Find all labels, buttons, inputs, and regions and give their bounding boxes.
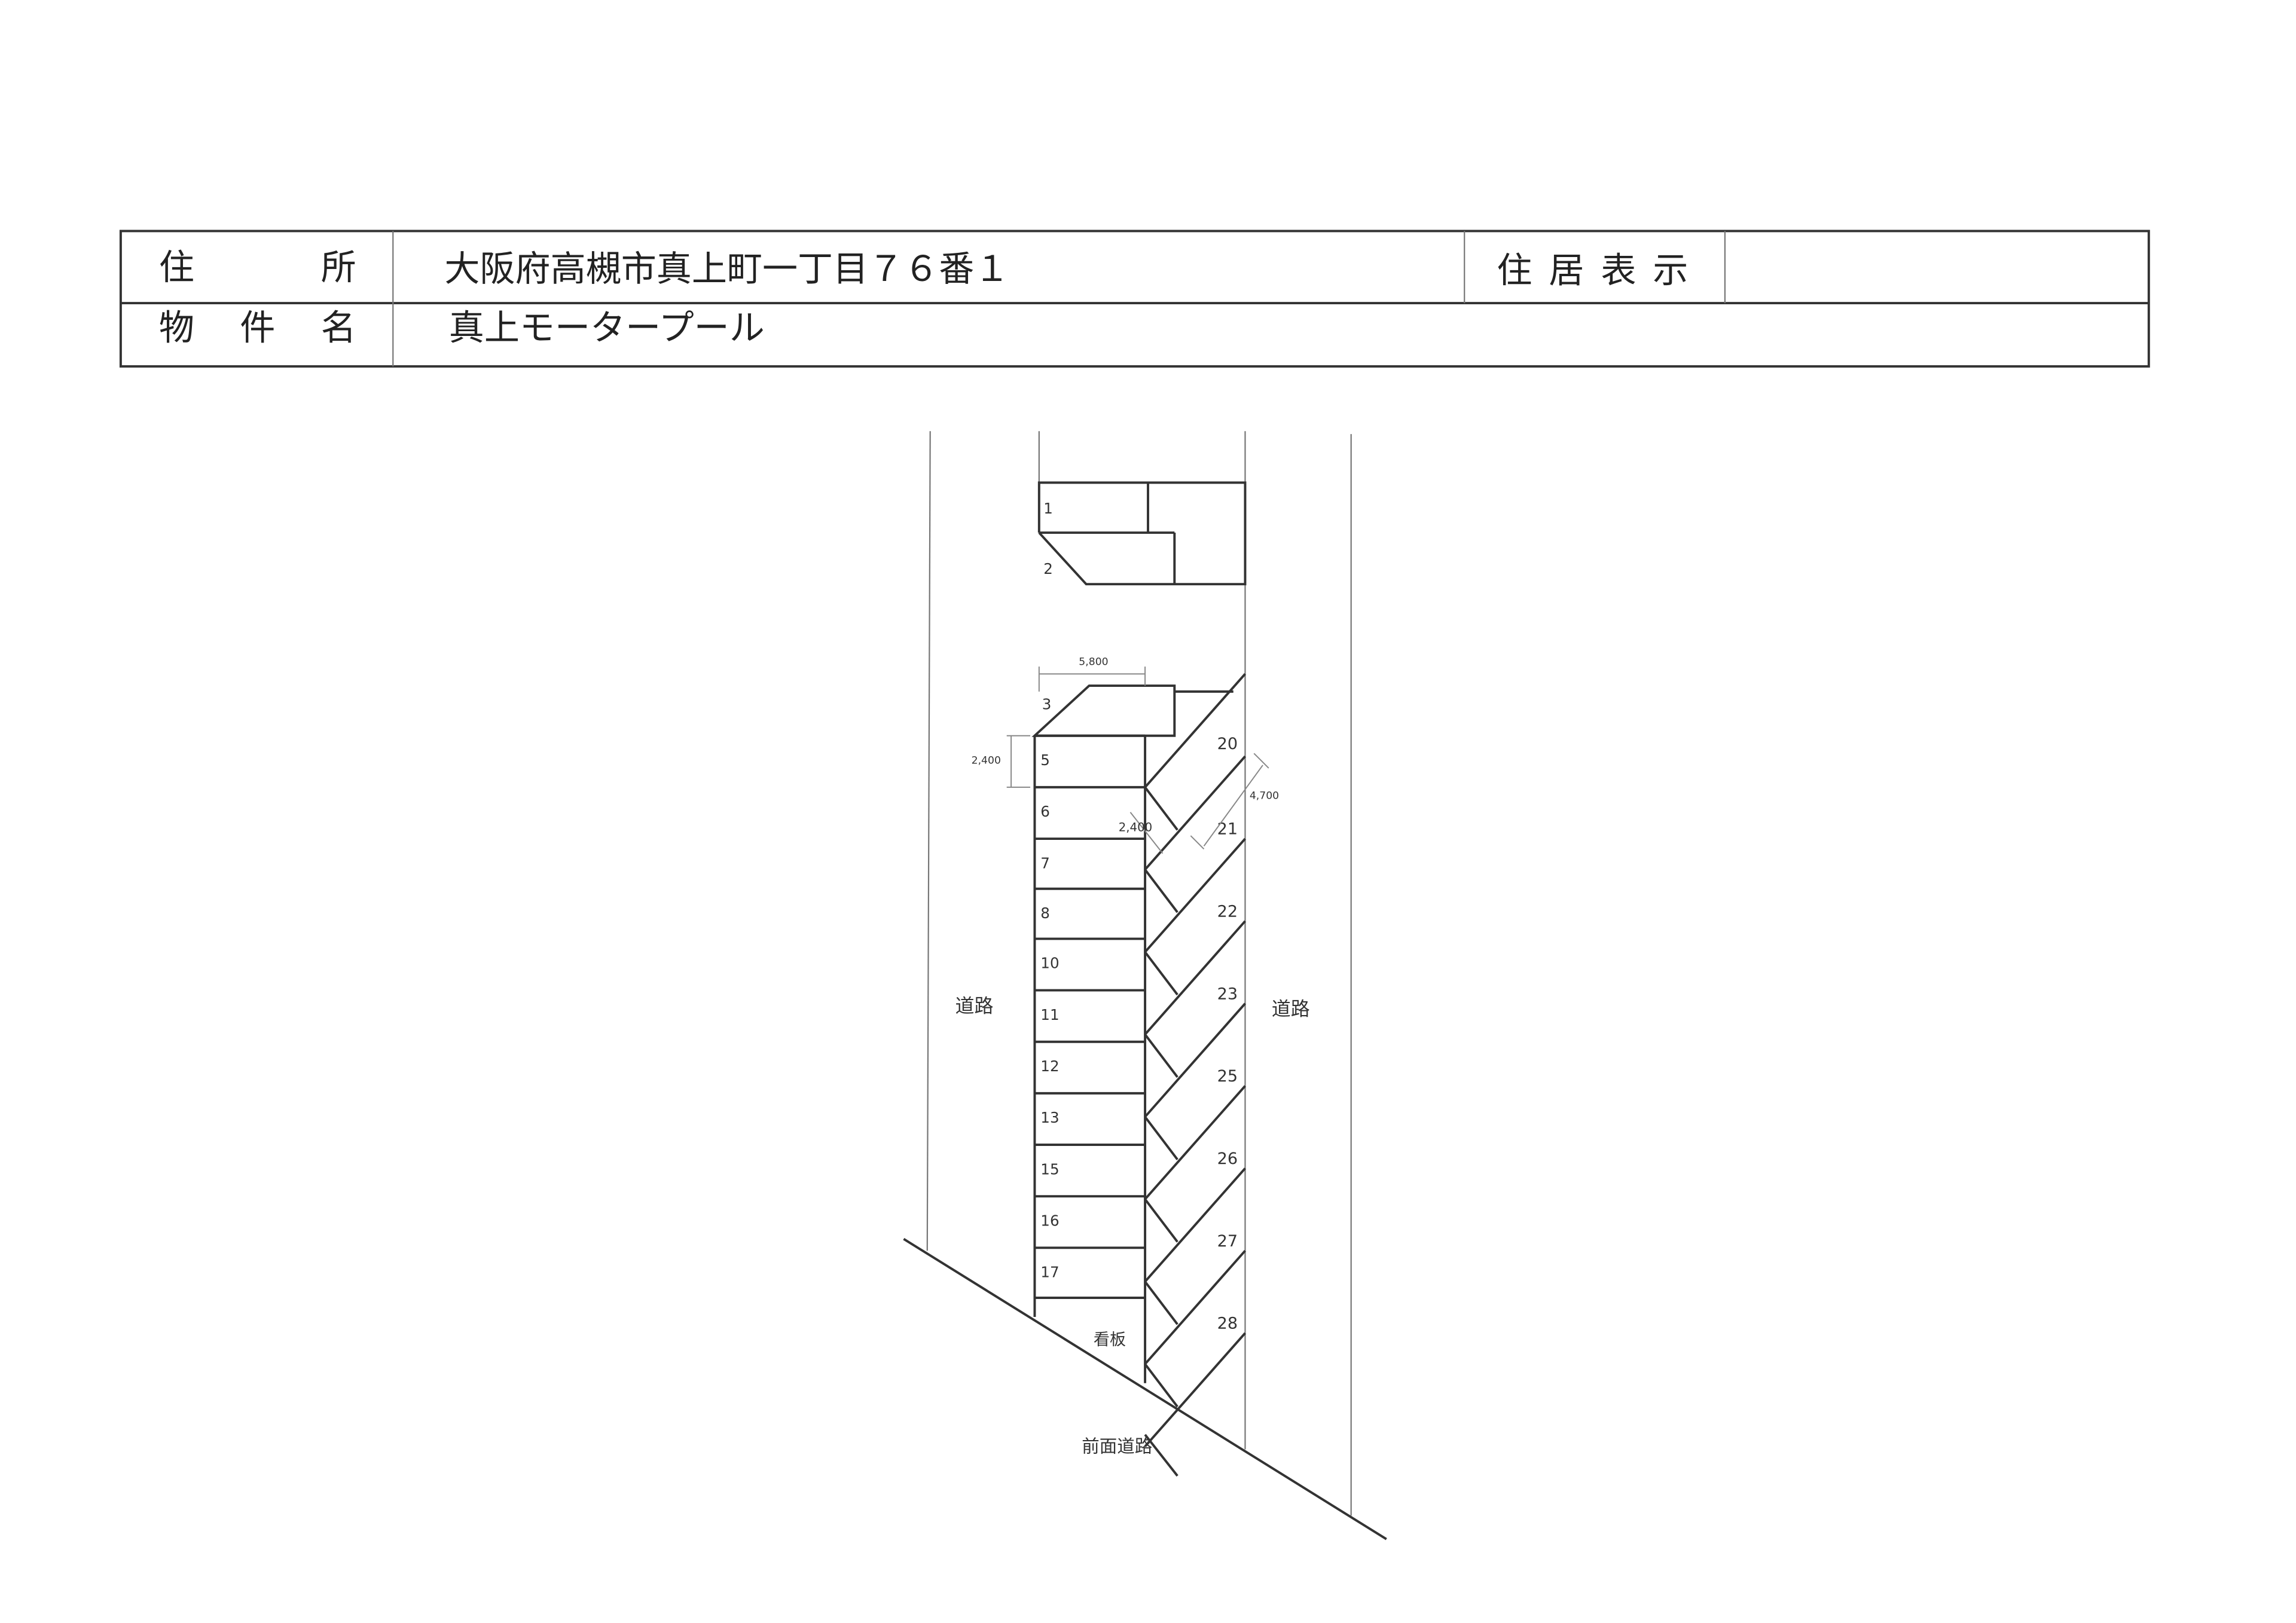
spot-label: 3 [1042, 695, 1052, 713]
spot-divider [1144, 1280, 1178, 1325]
spot-label: 28 [1217, 1315, 1238, 1333]
spot-label: 10 [1040, 955, 1059, 972]
property-label: 物 件 名 [159, 307, 356, 349]
front-road-edge [903, 1237, 1387, 1541]
spot-divider [1144, 1085, 1246, 1200]
dim-left-depth: 2,400 [972, 755, 1001, 767]
spot-label: 25 [1217, 1067, 1238, 1086]
spot-label: 20 [1217, 735, 1238, 753]
spot-divider [1144, 1198, 1178, 1243]
spot-divider [1144, 838, 1246, 953]
dim-diag-length: 4,700 [1250, 790, 1279, 802]
spot-label: 23 [1217, 985, 1238, 1003]
spot-divider [1144, 1002, 1246, 1118]
spot-label: 12 [1040, 1057, 1059, 1075]
spot-label: 7 [1040, 854, 1050, 872]
spot-divider [1144, 755, 1246, 871]
front-road-label: 前面道路 [1082, 1436, 1152, 1456]
spot-label: 8 [1040, 904, 1050, 922]
spot-label: 16 [1040, 1212, 1059, 1229]
spot-divider [1144, 920, 1246, 1035]
header-table: 住 所 大阪府高槻市真上町一丁目７６番１ 住居表示 物 件 名 真上モータープー… [119, 230, 2150, 368]
table-border [119, 230, 2150, 368]
spot-label: 26 [1217, 1150, 1238, 1168]
residence-label: 住居表示 [1497, 250, 1688, 291]
spot-label: 5 [1040, 751, 1050, 769]
spot-label: 11 [1040, 1006, 1059, 1023]
road-edge-left [926, 431, 931, 1251]
dim-top-width: 5,800 [1079, 656, 1108, 668]
signboard-label: 看板 [1094, 1331, 1126, 1349]
spot-label: 6 [1040, 803, 1050, 820]
spot-divider [1144, 1332, 1246, 1447]
parking-block-top [1037, 481, 1247, 586]
property-value: 真上モータープール [449, 307, 765, 349]
spot-label: 27 [1217, 1232, 1238, 1251]
spot-divider [1144, 1363, 1178, 1408]
spot-divider [1144, 1167, 1246, 1283]
road-label-left: 道路 [955, 994, 994, 1017]
dim-diag-width: 2,400 [1119, 821, 1152, 835]
spot-divider [1144, 1249, 1246, 1365]
spot-divider [1144, 673, 1246, 788]
spot-label: 2 [1043, 560, 1053, 577]
left-spot-column: 5 6 7 8 10 11 12 13 15 16 17 [1034, 734, 1146, 1299]
spot-divider [1144, 786, 1178, 831]
spot-divider [1144, 951, 1178, 996]
spot-label: 13 [1040, 1109, 1059, 1126]
spot-divider [1144, 1116, 1178, 1160]
address-label: 住 所 [159, 247, 356, 288]
parking-spot-3 [1031, 684, 1176, 737]
road-label-right: 道路 [1272, 997, 1310, 1020]
spot-label: 17 [1040, 1264, 1059, 1281]
address-value: 大阪府高槻市真上町一丁目７６番１ [444, 248, 1009, 289]
spot-label: 1 [1043, 500, 1053, 517]
dimensions: 5,800 2,400 2,400 4,700 [972, 656, 1279, 854]
spot-label: 15 [1040, 1160, 1059, 1178]
spot-divider [1144, 1034, 1178, 1078]
spot-divider [1144, 869, 1178, 913]
spot-divider [1144, 1434, 1178, 1477]
spot-label: 22 [1217, 902, 1238, 921]
